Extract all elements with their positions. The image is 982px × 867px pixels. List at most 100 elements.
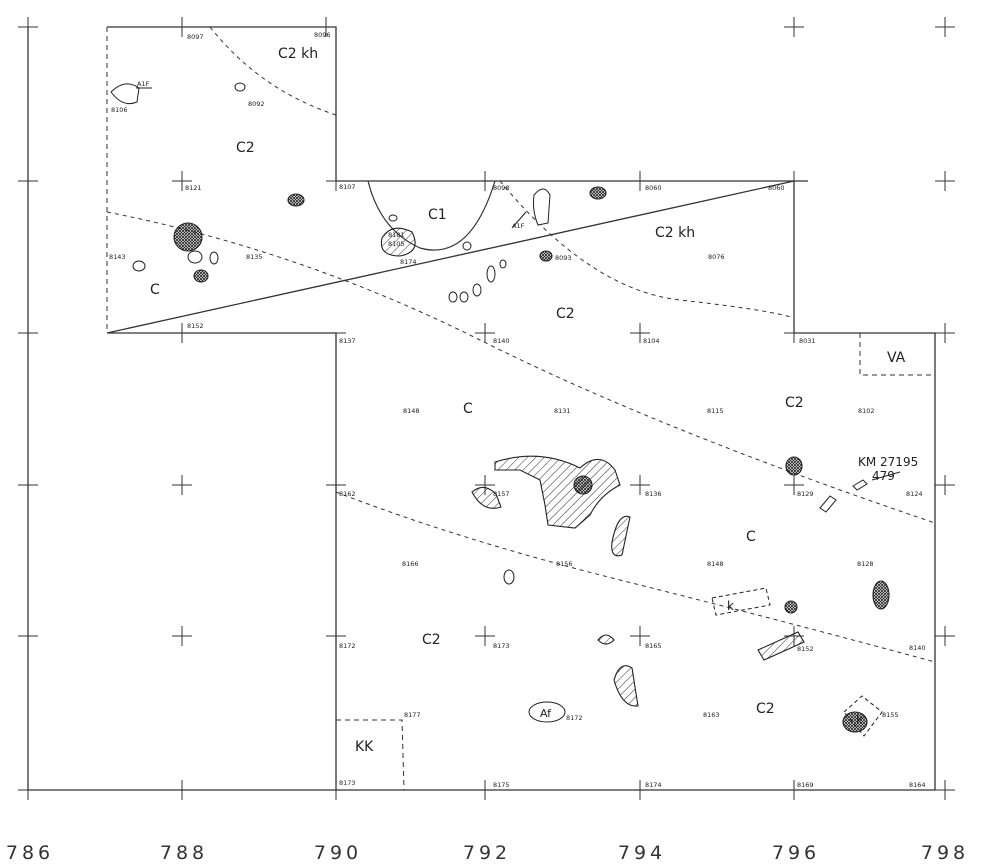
outcrop-cross <box>589 186 607 200</box>
zone-label: A1F <box>137 80 150 88</box>
survey-boundary-west <box>27 27 336 791</box>
point-label: 8175 <box>493 781 510 789</box>
zone-label: k <box>856 713 863 727</box>
point-label: 8060 <box>645 184 662 192</box>
x-axis-label: 796 <box>771 842 821 864</box>
outcrop-cross <box>842 711 868 733</box>
zone-label: C <box>746 529 756 545</box>
grid-cross <box>475 171 495 343</box>
point-label: 8136 <box>645 490 662 498</box>
grid-cross <box>172 780 192 800</box>
point-label: 8131 <box>554 407 571 415</box>
point-label: 8172 <box>566 714 583 722</box>
grid-cross <box>172 171 192 191</box>
grid-cross <box>172 626 192 646</box>
outcrop <box>503 569 515 585</box>
point-label: 8169 <box>797 781 814 789</box>
grid-cross <box>784 17 804 191</box>
point-label: 8115 <box>707 407 724 415</box>
contact-c2kh-north <box>209 26 337 116</box>
outcrop <box>132 260 146 272</box>
point-label: 8076 <box>708 253 725 261</box>
point-label: 8135 <box>246 253 263 261</box>
outcrop <box>533 188 551 226</box>
zone-label: C2 <box>785 395 804 411</box>
outcrop <box>852 479 868 491</box>
dashed-boundary-east <box>859 333 936 790</box>
point-label: 8181 <box>388 231 405 239</box>
zone-label: C2 <box>556 306 575 322</box>
point-label: 8157 <box>493 490 510 498</box>
outcrop <box>448 291 458 303</box>
zone-label: C <box>150 282 160 298</box>
point-label: 8129 <box>797 490 814 498</box>
zone-label: C2 kh <box>655 225 695 241</box>
outcrop-cross <box>784 600 798 614</box>
point-label: 8177 <box>404 711 421 719</box>
point-label: 8164 <box>909 781 926 789</box>
point-label: 8148 <box>707 560 724 568</box>
point-label: 8174 <box>400 258 417 266</box>
grid-cross <box>630 780 650 800</box>
point-label: 8165 <box>645 642 662 650</box>
outcrop-hatched <box>380 227 416 257</box>
point-label: 8166 <box>402 560 419 568</box>
point-label: 8106 <box>111 106 128 114</box>
zone-label: C <box>463 401 473 417</box>
zone-label: VA <box>887 350 906 366</box>
point-label: 8107 <box>339 183 356 191</box>
point-label: 8172 <box>339 642 356 650</box>
point-label: 8096 <box>314 31 331 39</box>
point-label: 8173 <box>339 779 356 787</box>
contact-c1 <box>367 180 496 251</box>
point-label: 8092 <box>248 100 265 108</box>
x-axis-label: 788 <box>159 842 209 864</box>
point-label: 8124 <box>906 490 923 498</box>
grid-cross <box>18 475 38 495</box>
arrow <box>871 471 901 481</box>
point-label: 8097 <box>187 33 204 41</box>
point-label: 8104 <box>643 337 660 345</box>
point-label: 8143 <box>109 253 126 261</box>
outcrop <box>209 251 219 265</box>
grid-cross <box>935 323 955 495</box>
outcrop-cross <box>287 193 305 207</box>
zone-label: Af <box>540 707 552 720</box>
contact-c2kh-ne <box>499 180 795 319</box>
zone-label: C2 <box>756 701 775 717</box>
zone-label: C1 <box>428 207 447 223</box>
grid-cross <box>18 17 38 37</box>
point-label: 8162 <box>339 490 356 498</box>
point-label: 8173 <box>493 642 510 650</box>
outcrop <box>234 82 246 92</box>
x-axis-label: 790 <box>313 842 363 864</box>
point-label: 8155 <box>882 711 899 719</box>
grid-cross <box>935 626 955 800</box>
outcrop <box>110 83 140 105</box>
x-axis-label: 794 <box>617 842 667 864</box>
grid-cross <box>630 475 650 646</box>
zone-label: C2 kh <box>278 46 318 62</box>
outcrop <box>388 214 398 222</box>
zone-label: 479 <box>872 469 895 483</box>
zone-label: C2 <box>236 140 255 156</box>
point-label: 8121 <box>185 184 202 192</box>
grid-cross <box>935 17 955 191</box>
point-label: 8098 <box>493 184 510 192</box>
k-box <box>711 587 771 616</box>
outcrop-hatched <box>597 634 615 645</box>
outcrop <box>486 265 496 283</box>
grid-cross <box>18 780 38 800</box>
x-axis-label: 798 <box>920 842 970 864</box>
zone-label: k <box>727 599 734 613</box>
point-label: 8163 <box>703 711 720 719</box>
outcrop-hatched <box>611 515 631 557</box>
x-axis-label: 792 <box>462 842 512 864</box>
grid-cross <box>630 171 650 343</box>
point-label: 8156 <box>556 560 573 568</box>
outcrop <box>187 250 203 264</box>
outcrop <box>462 241 472 251</box>
outcrop-cross <box>539 250 553 262</box>
kk-area <box>336 719 405 791</box>
